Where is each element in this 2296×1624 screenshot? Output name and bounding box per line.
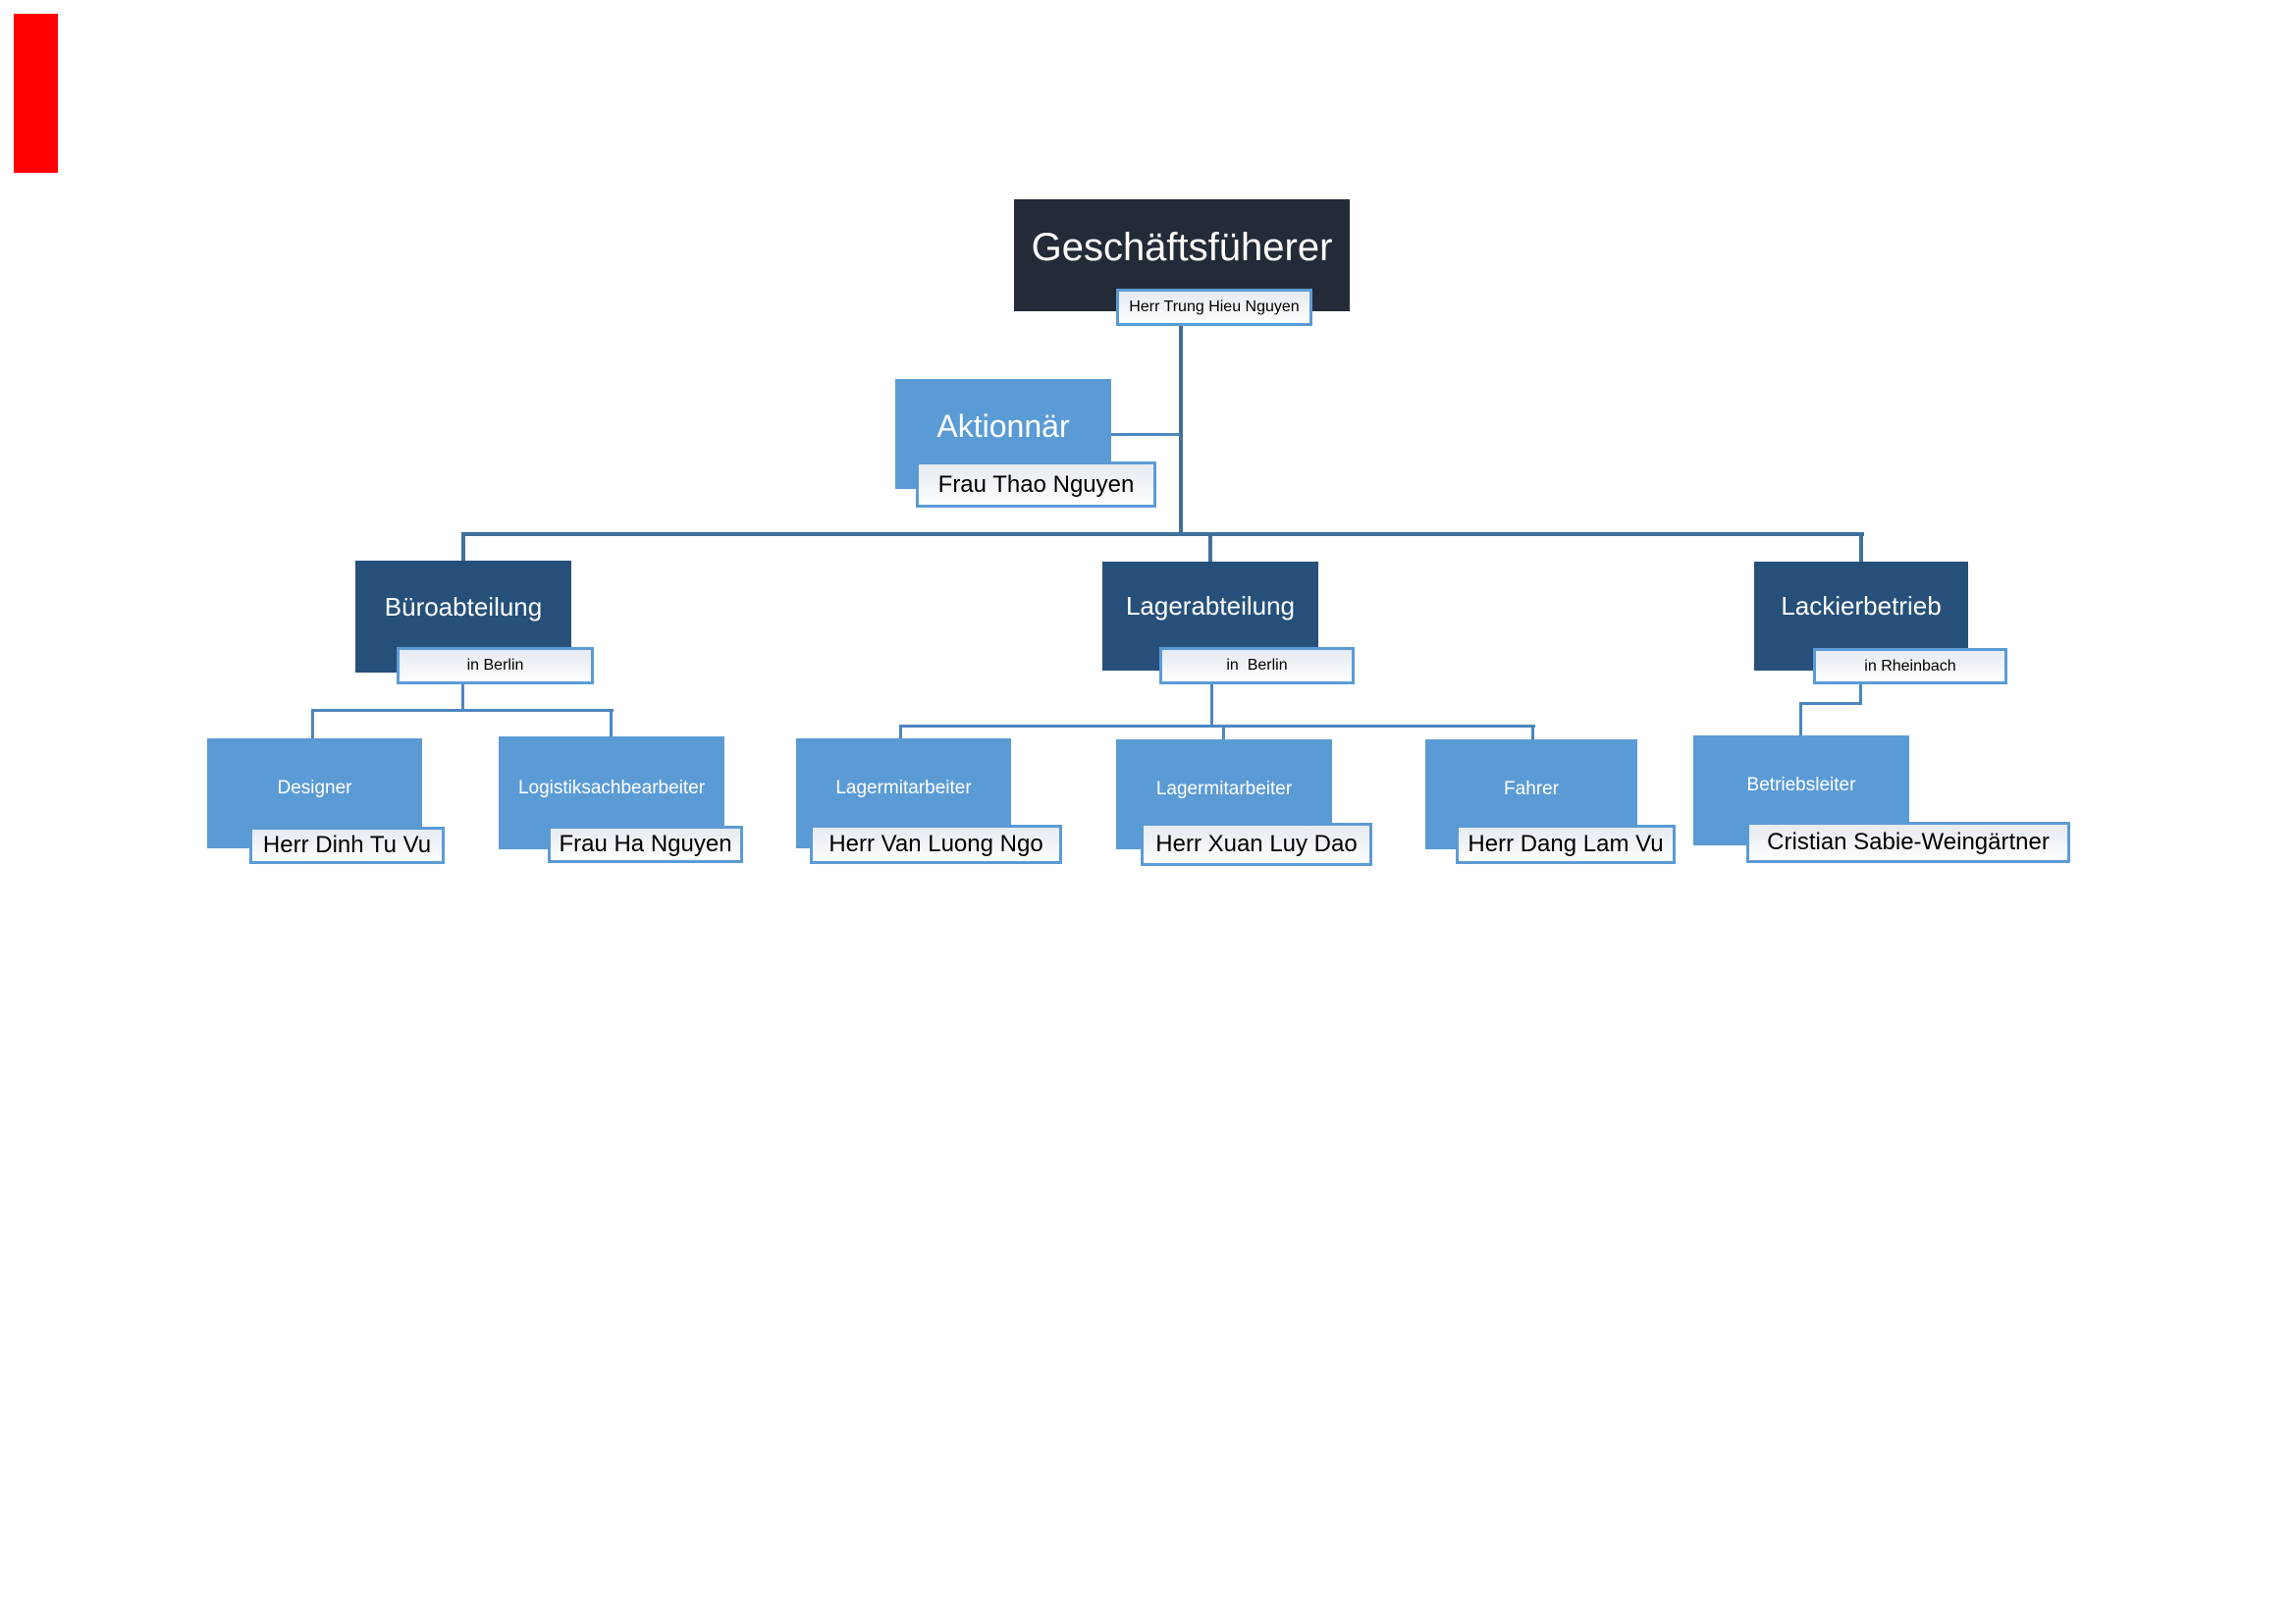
connector-lagerabteilung-down (1210, 684, 1213, 727)
name-label-designer[interactable]: Herr Dinh Tu Vu (249, 827, 445, 864)
name-label-fahrer[interactable]: Herr Dang Lam Vu (1456, 825, 1676, 864)
location-label-lackierbetrieb[interactable]: in Rheinbach (1813, 648, 2007, 684)
name-label-lagermitarbeiter-2[interactable]: Herr Xuan Luy Dao (1141, 823, 1372, 866)
red-corner-marker (14, 14, 58, 173)
name-label-lagermitarbeiter-1[interactable]: Herr Van Luong Ngo (810, 825, 1062, 864)
connector-lackier-elbow (1799, 702, 1862, 705)
connector-betriebsleiter (1799, 702, 1802, 735)
connector-lackierbetrieb-up (1859, 532, 1863, 562)
connector-shareholder (1111, 433, 1180, 436)
connector-bueroabteilung-up (461, 532, 465, 562)
connector-lager-bracket (899, 725, 1535, 728)
location-label-bueroabteilung[interactable]: in Berlin (397, 647, 594, 684)
connector-departments-bus (462, 532, 1864, 536)
connector-fahrer (1531, 725, 1534, 739)
name-label-aktionnaer[interactable]: Frau Thao Nguyen (916, 461, 1156, 508)
connector-lagermitarbeiter-2 (1222, 725, 1225, 739)
connector-logistik (610, 709, 613, 736)
connector-lagermitarbeiter-1 (899, 725, 902, 738)
connector-lackierbetrieb-down (1859, 684, 1862, 705)
name-label-betriebsleiter[interactable]: Cristian Sabie-Weingärtner (1746, 822, 2070, 863)
connector-designer (311, 709, 314, 738)
connector-ceo-trunk (1179, 326, 1183, 533)
connector-bueroabteilung-down (461, 684, 464, 711)
connector-lagerabteilung-up (1208, 532, 1212, 563)
connector-buero-bracket (311, 709, 614, 712)
location-label-lagerabteilung[interactable]: in Berlin (1159, 647, 1355, 684)
name-label-geschaeftsfuehrer[interactable]: Herr Trung Hieu Nguyen (1116, 289, 1312, 326)
org-box-bueroabteilung[interactable]: Büroabteilung (355, 561, 571, 673)
name-label-logistiksachbearbeiter[interactable]: Frau Ha Nguyen (548, 826, 743, 863)
